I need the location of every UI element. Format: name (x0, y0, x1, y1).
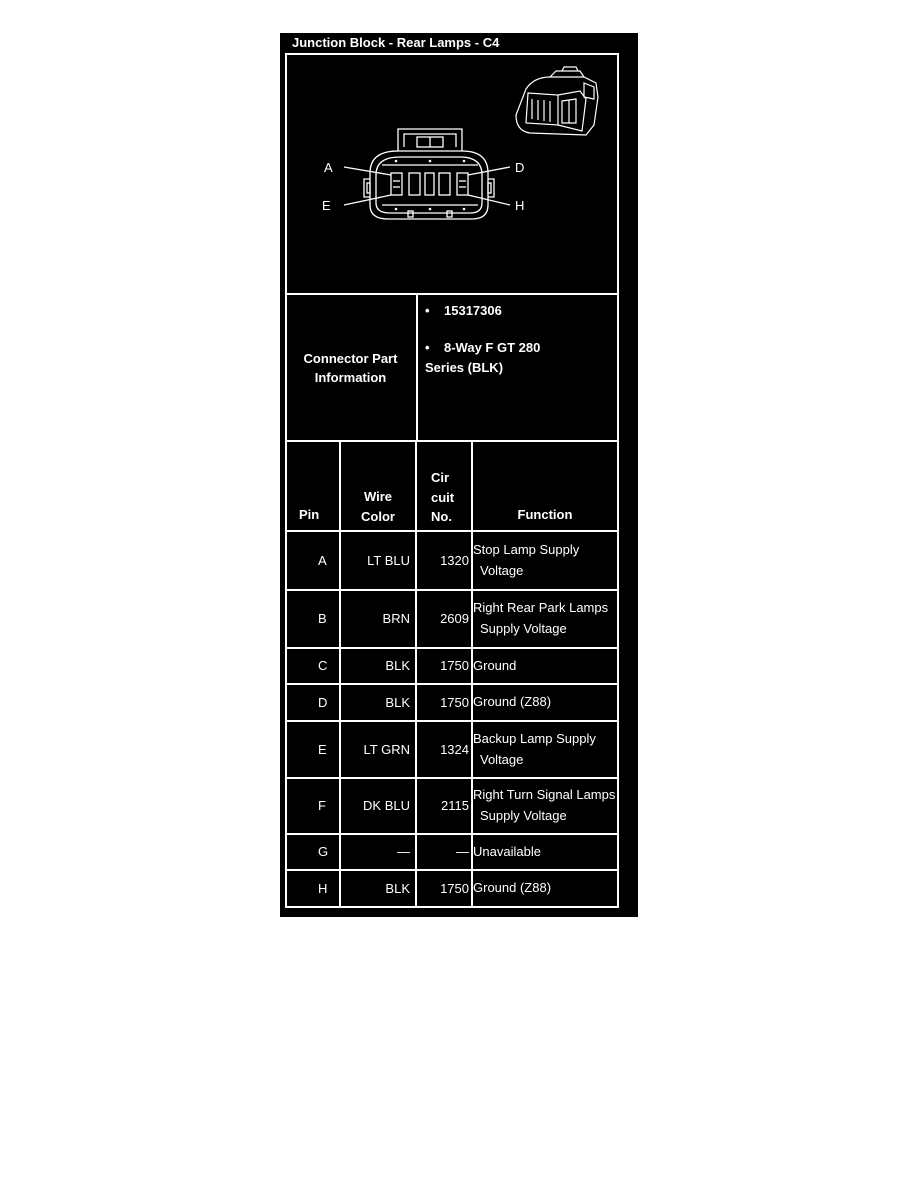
table-row-line (285, 869, 619, 871)
function-cell-line: Unavailable (473, 843, 541, 859)
table-row-line (285, 647, 619, 649)
function-cell-line: Supply Voltage (480, 808, 567, 823)
circuit-cell: 2609 (440, 611, 469, 626)
function-cell-line: Ground (Z88) (473, 694, 552, 709)
pin-cell: A (318, 552, 327, 568)
function-cell-line: Supply Voltage (480, 621, 567, 636)
pin-cell: F (318, 798, 326, 813)
divider-diagram (285, 293, 619, 295)
border-right (617, 53, 619, 908)
function-cell-line: Stop Lamp Supply (473, 541, 580, 557)
circuit-cell: 1750 (440, 694, 469, 710)
function-cell-line: Ground (Z88) (473, 880, 552, 895)
connector-face-drawing (343, 128, 511, 220)
table-col-line-2 (415, 441, 417, 907)
wire-color-cell: BLK (385, 880, 410, 896)
part-description-line: Series (BLK) (425, 360, 504, 375)
table-col-line-1 (339, 441, 341, 907)
wire-color-cell: LT GRN (363, 741, 410, 757)
table-col-line-3 (471, 441, 473, 907)
circuit-cell: 1750 (440, 658, 469, 673)
pin-label-e: E (322, 198, 331, 213)
header-circuit-line: cuit (431, 489, 455, 505)
part-info-label-line: Connector Part (303, 351, 398, 366)
header-wire-color-line: Color (361, 509, 395, 524)
header-wire-color: Wire Color (341, 487, 415, 527)
table-row-line (285, 683, 619, 685)
connector-sheet: Junction Block - Rear Lamps - C4 (280, 33, 638, 917)
wire-color-cell: LT BLU (367, 552, 410, 568)
pin-label-h: H (515, 198, 524, 213)
table-row-line (285, 720, 619, 722)
connector-diagram: A E D H (322, 66, 599, 220)
pin-cell: E (318, 741, 327, 757)
pin-cell: H (318, 880, 328, 896)
circuit-cell: 1750 (440, 880, 469, 896)
function-cell-line: Ground (473, 657, 517, 673)
pin-cell: B (318, 611, 327, 626)
border-bottom (285, 906, 619, 908)
header-wire-color-line: Wire (363, 489, 393, 504)
wire-color-cell: DK BLU (363, 798, 410, 813)
circuit-cell: 1324 (440, 741, 469, 757)
function-cell-line: Right Rear Park Lamps (473, 600, 609, 615)
function-cell-line: Backup Lamp Supply (473, 730, 596, 746)
divider-table-top (285, 440, 619, 442)
header-function: Function (517, 507, 573, 522)
pin-label-d: D (515, 160, 524, 175)
part-info-label-line: Information (314, 370, 387, 385)
wire-color-cell: BLK (385, 658, 410, 673)
connector-face-dots (394, 159, 466, 211)
border-left (285, 53, 287, 908)
circuit-cell: 1320 (440, 552, 469, 568)
wire-color-cell: — (397, 844, 410, 859)
bullet: • (425, 340, 430, 355)
connector-iso-drawing (515, 66, 599, 136)
pin-label-a: A (324, 160, 333, 175)
wire-color-cell: BRN (382, 611, 410, 626)
function-cell-line: Voltage (480, 562, 524, 578)
header-circuit-line: No. (431, 509, 452, 524)
part-description-line: 8-Way F GT 280 (444, 340, 541, 355)
circuit-cell: 2115 (441, 798, 469, 813)
bullet: • (425, 303, 430, 318)
border-top (285, 53, 619, 55)
header-circuit-line: Cir (431, 470, 450, 485)
table-row-line (285, 589, 619, 591)
pin-cell: C (318, 658, 328, 673)
divider-part-info (416, 293, 418, 441)
wire-color-cell: BLK (385, 694, 410, 710)
header-pin: Pin (299, 507, 320, 522)
pin-cell: G (318, 844, 329, 859)
circuit-cell: — (456, 844, 469, 859)
function-cell-line: Right Turn Signal Lamps (473, 787, 616, 802)
header-circuit-number: Cir cuit No. (431, 468, 454, 527)
pin-cell: D (318, 694, 328, 710)
table-row-line (285, 833, 619, 835)
table-row-line (285, 530, 619, 532)
part-number: 15317306 (444, 303, 502, 318)
table-row-line (285, 777, 619, 779)
function-cell-line: Voltage (480, 751, 524, 767)
sheet-title: Junction Block - Rear Lamps - C4 (292, 35, 500, 50)
part-info-label: Connector Part Information (285, 349, 416, 387)
